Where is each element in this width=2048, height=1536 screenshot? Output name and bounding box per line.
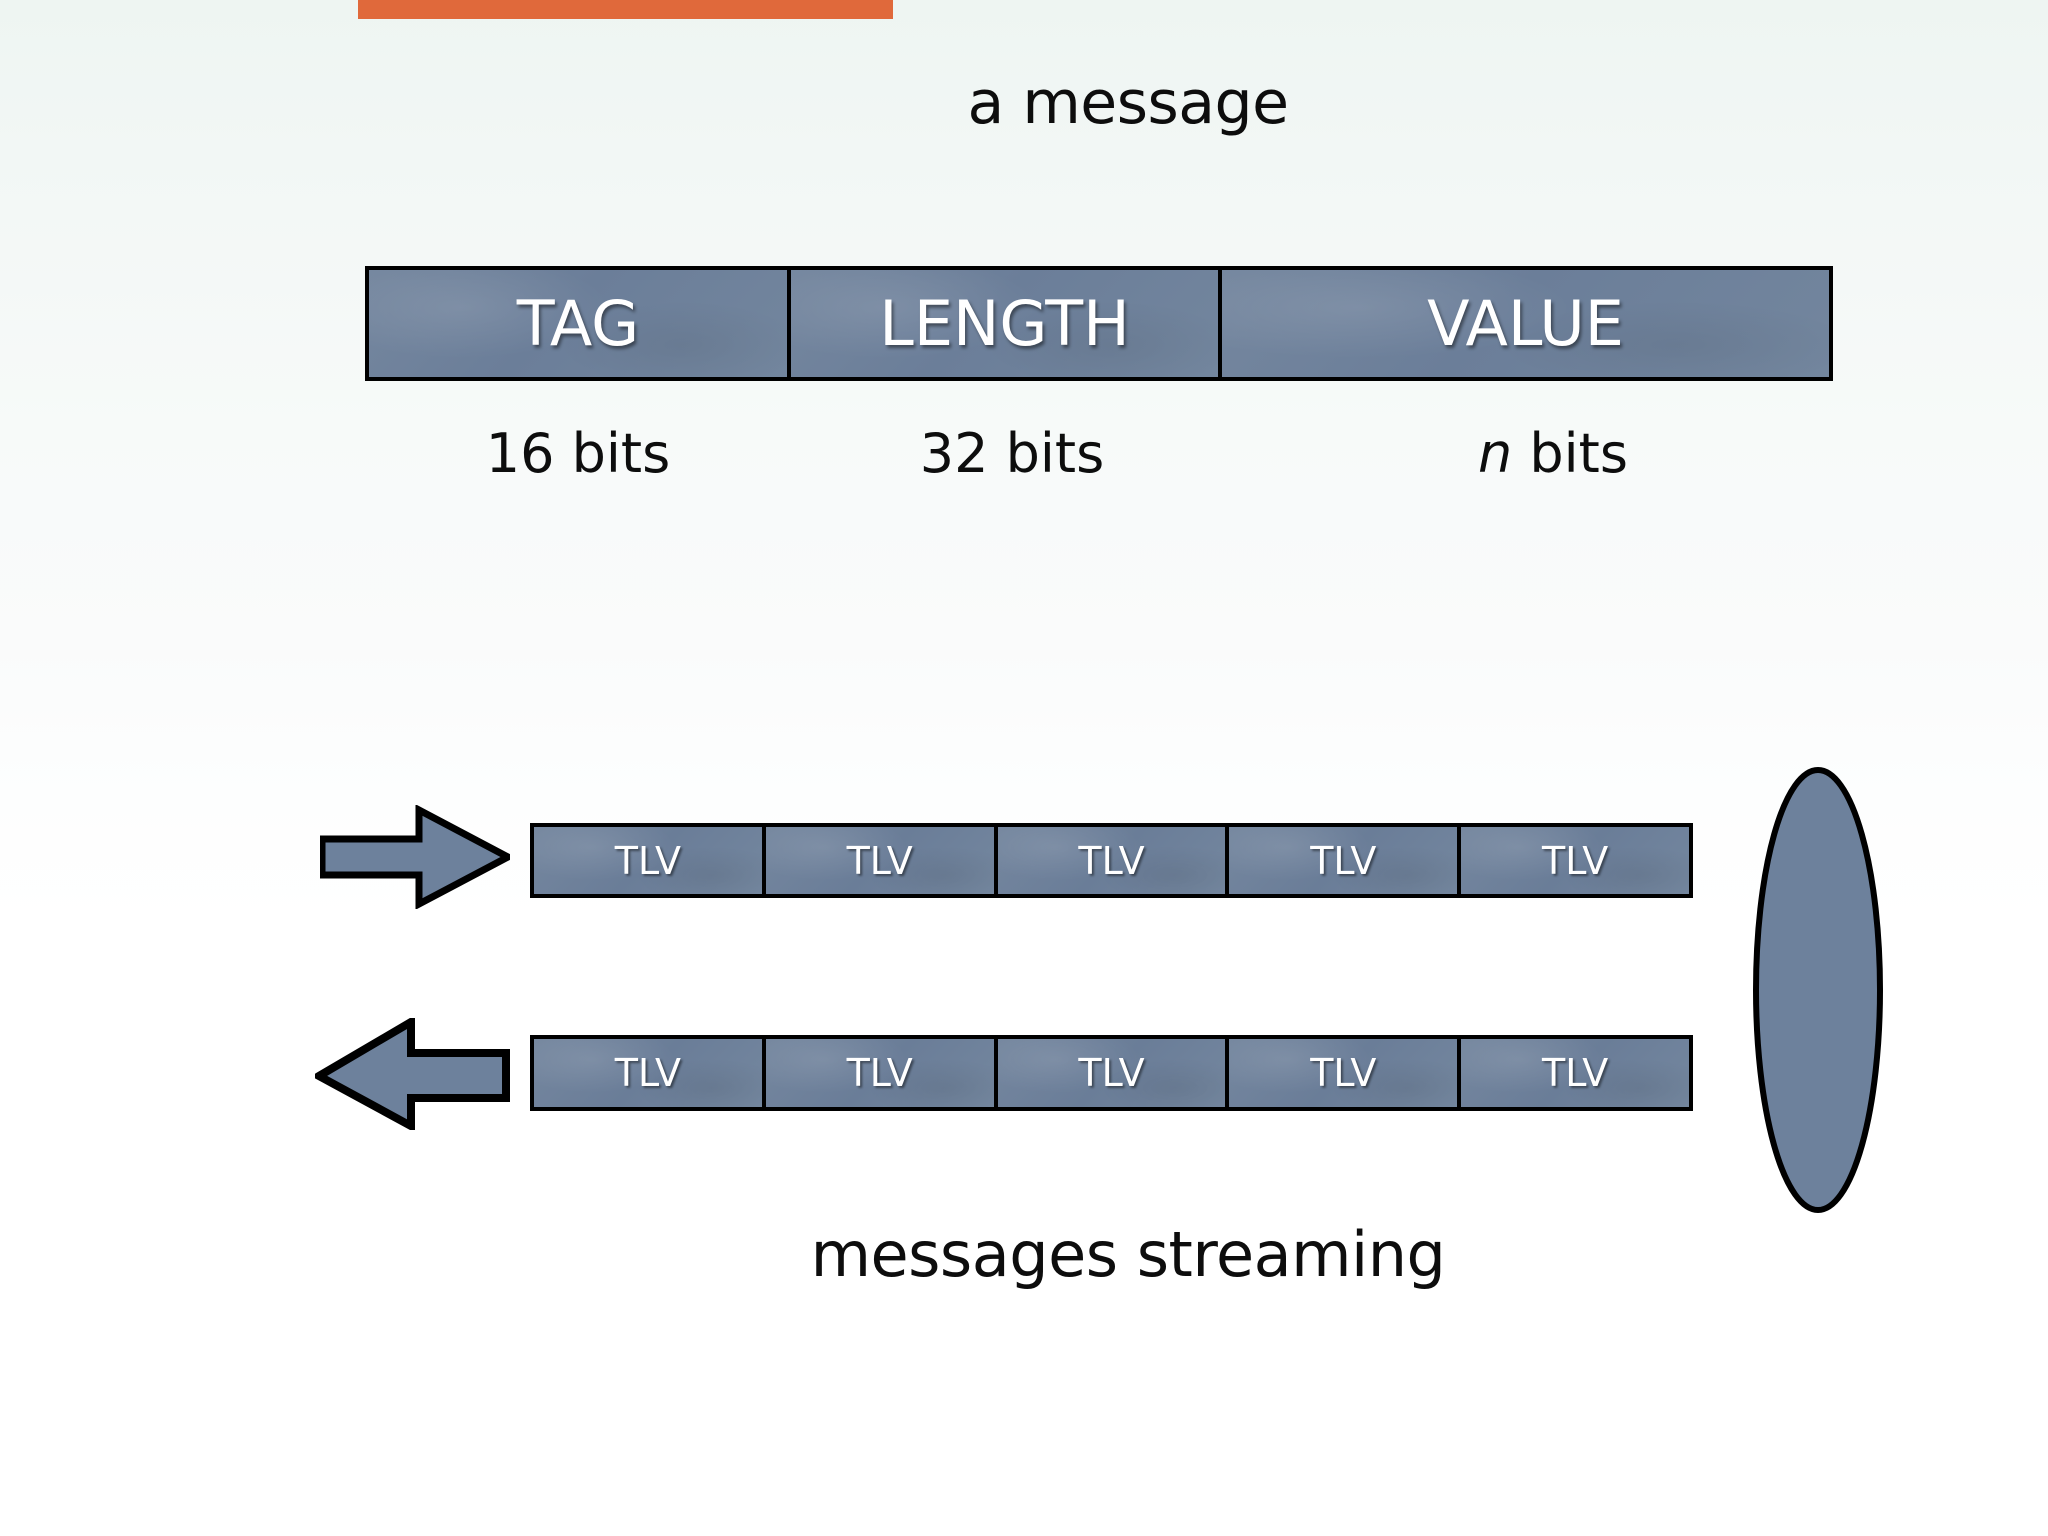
tlv-cell-label: TLV — [1541, 838, 1609, 883]
ellipse-endpoint-icon — [1753, 767, 1883, 1213]
tlv-cell: TLV — [534, 827, 766, 894]
tlv-cell-label: TLV — [846, 1051, 913, 1095]
tlv-cell-label: TLV — [614, 838, 681, 883]
page-title: a message — [967, 68, 1290, 138]
tlv-cell-label: TLV — [1310, 1051, 1377, 1095]
message-format-diagram: TAG LENGTH VALUE — [365, 266, 1833, 381]
tlv-cell: TLV — [1229, 827, 1462, 894]
streaming-caption: messages streaming — [810, 1218, 1446, 1291]
tlv-cell: TLV — [1461, 827, 1689, 894]
tlv-cell: TLV — [765, 1039, 998, 1107]
bit-width-value: n bits — [1353, 422, 1753, 485]
tlv-cell-label: TLV — [1078, 1051, 1145, 1095]
tlv-cell: TLV — [997, 827, 1230, 894]
tlv-stream-outbound: TLV TLV TLV TLV TLV — [530, 1035, 1693, 1111]
tlv-cell-label: TLV — [1310, 838, 1377, 883]
arrow-right-icon — [320, 805, 510, 909]
message-field-tag-label: TAG — [516, 286, 640, 360]
arrow-left-icon — [315, 1018, 510, 1130]
tlv-stream-inbound: TLV TLV TLV TLV TLV — [530, 823, 1693, 898]
message-field-length: LENGTH — [791, 270, 1222, 377]
accent-bar — [358, 0, 893, 19]
bit-width-tag: 16 bits — [485, 422, 671, 485]
tlv-cell-label: TLV — [614, 1051, 681, 1095]
tlv-cell-label: TLV — [846, 838, 913, 883]
message-field-tag: TAG — [369, 270, 791, 377]
tlv-cell: TLV — [765, 827, 998, 894]
message-field-length-label: LENGTH — [879, 286, 1130, 360]
bit-width-value-unit: bits — [1512, 422, 1628, 485]
bit-width-value-variable: n — [1478, 422, 1513, 485]
tlv-cell: TLV — [1461, 1039, 1689, 1107]
tlv-cell: TLV — [1229, 1039, 1462, 1107]
message-field-value-label: VALUE — [1427, 286, 1624, 360]
tlv-cell: TLV — [534, 1039, 766, 1107]
message-field-value: VALUE — [1222, 270, 1829, 377]
tlv-cell-label: TLV — [1078, 838, 1145, 883]
tlv-cell: TLV — [997, 1039, 1230, 1107]
bit-width-length: 32 bits — [919, 422, 1105, 485]
tlv-cell-label: TLV — [1541, 1051, 1609, 1095]
